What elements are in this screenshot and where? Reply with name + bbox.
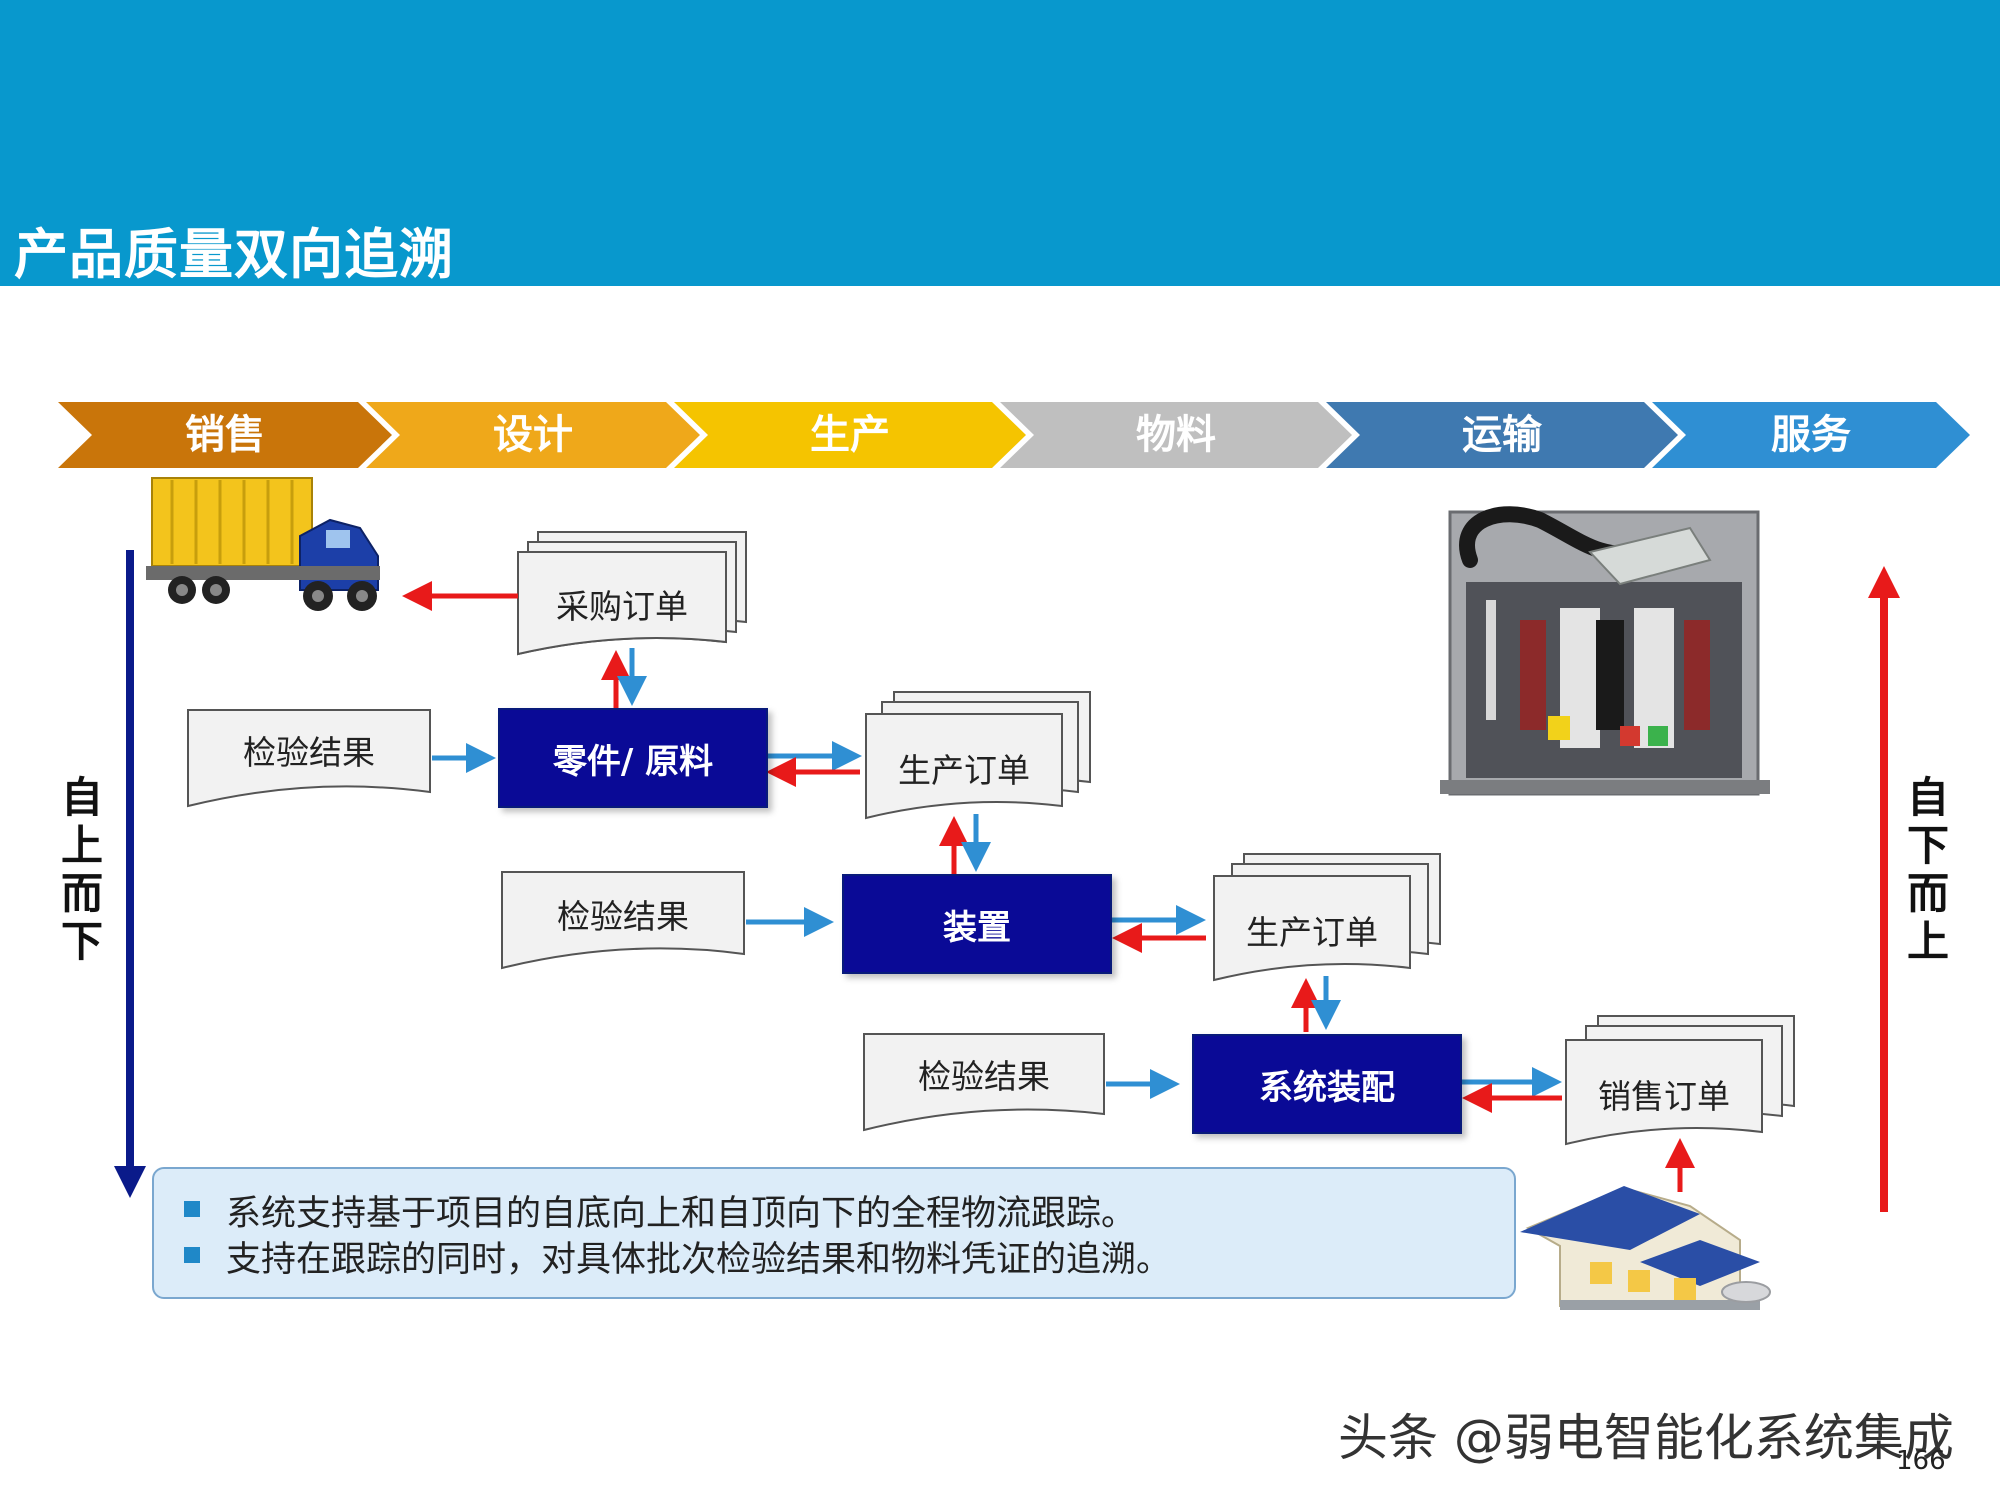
flow-arrows (402, 581, 1695, 1192)
inspection-result-2-label: 检验结果 (557, 897, 689, 936)
header-bar: 产品质量双向追溯 (0, 0, 2000, 286)
page-number: 166 (1896, 1446, 1946, 1476)
note-line-2: 支持在跟踪的同时，对具体批次检验结果和物料凭证的追溯。 (184, 1231, 1171, 1282)
page-title: 产品质量双向追溯 (14, 223, 454, 286)
stage-label-design: 设计 (493, 412, 573, 458)
stage-chevron-materials (1000, 402, 1352, 468)
house-icon (1520, 1186, 1771, 1310)
stage-chevron-service (1652, 402, 1970, 468)
notes-box: 系统支持基于项目的自底向上和自顶向下的全程物流跟踪。 支持在跟踪的同时，对具体批… (152, 1167, 1516, 1299)
doc-production-order-1 (865, 713, 1063, 820)
stage-chevron-production (674, 402, 1026, 468)
bottom-up-label: 自下而上 (1898, 774, 1958, 966)
stage-label-sales: 销售 (185, 412, 265, 458)
doc-inspection-result-2 (501, 871, 745, 970)
bullet-square-icon (184, 1201, 200, 1217)
device-box: 装置 (842, 874, 1112, 974)
system-assembly-box: 系统装配 (1192, 1034, 1462, 1134)
stage-chevron-transport (1326, 402, 1678, 468)
inspection-result-1-label: 检验结果 (243, 733, 375, 772)
production-order-2-label: 生产订单 (1246, 913, 1378, 952)
top-down-label: 自上而下 (52, 774, 112, 966)
note-text-2: 支持在跟踪的同时，对具体批次检验结果和物料凭证的追溯。 (226, 1240, 1172, 1280)
watermark: 头条 @弱电智能化系统集成 (1338, 1409, 1954, 1467)
production-order-1-label: 生产订单 (898, 751, 1030, 790)
document-shapes (187, 531, 1795, 1146)
note-line-1: 系统支持基于项目的自底向上和自顶向下的全程物流跟踪。 (184, 1185, 1136, 1236)
stage-chevron-design (366, 402, 700, 468)
doc-sales-order (1565, 1039, 1763, 1146)
stage-chevron-sales (58, 402, 392, 468)
doc-inspection-result-1 (187, 709, 431, 808)
stage-chevrons (58, 402, 1970, 468)
top-down-text: 自上而下 (60, 773, 103, 966)
stage-label-materials: 物料 (1136, 412, 1216, 458)
parts-materials-box: 零件/ 原料 (498, 708, 768, 808)
doc-inspection-result-3 (863, 1033, 1105, 1132)
inspection-result-3-label: 检验结果 (918, 1057, 1050, 1096)
bottom-up-text: 自下而上 (1906, 773, 1949, 966)
stage-label-production: 生产 (810, 412, 890, 458)
note-text-1: 系统支持基于项目的自底向上和自顶向下的全程物流跟踪。 (226, 1194, 1137, 1234)
bullet-square-icon (184, 1247, 200, 1263)
truck-icon (146, 477, 380, 611)
doc-purchase-order (517, 551, 727, 656)
switchgear-icon (1440, 506, 1770, 796)
purchase-order-label: 采购订单 (556, 587, 688, 626)
sales-order-label: 销售订单 (1598, 1077, 1730, 1116)
stage-label-service: 服务 (1771, 412, 1851, 458)
doc-production-order-2 (1213, 875, 1411, 982)
stage-label-transport: 运输 (1462, 412, 1542, 458)
